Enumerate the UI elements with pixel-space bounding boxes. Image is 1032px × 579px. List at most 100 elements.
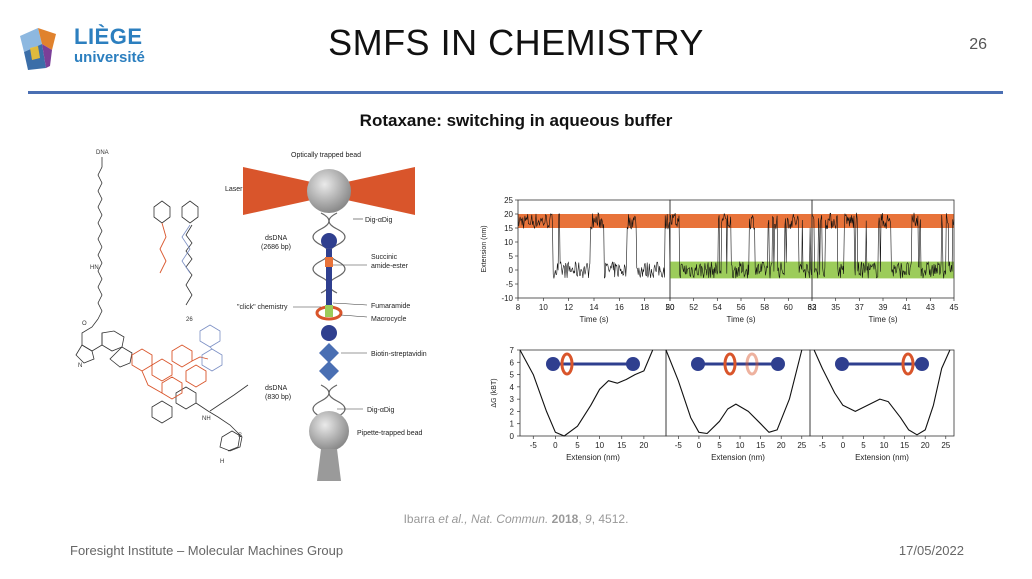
y-tick-label: 5 [510, 371, 515, 380]
label-dsdna-bottom: dsDNA [265, 385, 288, 392]
x-axis-label: Extension (nm) [711, 453, 765, 462]
inset-stopper-left [546, 357, 560, 371]
x-tick-label: 45 [950, 303, 959, 312]
stopper-top [321, 233, 337, 249]
university-logo: LIÈGE université [16, 18, 156, 76]
x-axis-label: Extension (nm) [566, 453, 620, 462]
optical-tweezer-setup: Optically trapped bead Laser Dig-αDig ds… [225, 152, 427, 481]
x-tick-label: 60 [784, 303, 793, 312]
x-tick-label: 58 [760, 303, 769, 312]
title-divider [28, 91, 1003, 94]
label-fumaramide: Fumaramide [371, 303, 410, 310]
label-laser: Laser [225, 186, 243, 193]
laser-cone-right [333, 167, 415, 215]
label-macrocycle: Macrocycle [371, 316, 407, 323]
pipette-trapped-bead [309, 411, 349, 451]
y-tick-label: 0 [509, 266, 514, 275]
x-axis-label: Extension (nm) [855, 453, 909, 462]
y-tick-label: 1 [510, 420, 515, 429]
x-tick-label: -5 [530, 441, 538, 450]
inset-macrocycle [723, 352, 737, 376]
citation: Ibarra et al., Nat. Commun. 2018, 9, 451… [403, 512, 629, 526]
inset-stopper-left [691, 357, 705, 371]
y-tick-label: 25 [504, 196, 513, 205]
x-tick-label: 37 [855, 303, 864, 312]
x-tick-label: 25 [797, 441, 806, 450]
x-tick-label: 12 [564, 303, 573, 312]
x-tick-label: 16 [615, 303, 624, 312]
logo-cube-icon [20, 28, 56, 70]
y-tick-label: 5 [509, 252, 514, 261]
label-dsdna-top: dsDNA [265, 235, 288, 242]
x-tick-label: 62 [808, 303, 817, 312]
biotin-streptavidin-bottom [319, 361, 339, 381]
x-tick-label: 10 [595, 441, 604, 450]
x-tick-label: 18 [640, 303, 649, 312]
x-tick-label: -5 [819, 441, 827, 450]
y-tick-label: -10 [501, 294, 513, 303]
y-tick-label: -5 [506, 280, 514, 289]
structure-label-n: N [78, 363, 82, 369]
fumaramide-station [325, 305, 333, 317]
inset-stopper-right [771, 357, 785, 371]
x-tick-label: 10 [736, 441, 745, 450]
structure-label-o: O [82, 321, 87, 327]
footer-date: 17/05/2022 [898, 543, 964, 558]
x-tick-label: 20 [921, 441, 930, 450]
x-tick-label: 15 [756, 441, 765, 450]
label-dig-top: Dig-αDig [365, 217, 392, 224]
pipette-tip [317, 449, 341, 481]
x-axis-label: Time (s) [579, 315, 608, 324]
inset-macrocycle [560, 352, 574, 376]
inset-stopper-right [915, 357, 929, 371]
slide-number: 26 [969, 36, 987, 53]
y-tick-label: 0 [510, 432, 515, 441]
stopper-bottom [321, 325, 337, 341]
logo-text-line2: université [74, 49, 145, 66]
x-tick-label: 52 [689, 303, 698, 312]
axle [326, 249, 332, 309]
label-pipette-trapped-bead: Pipette-trapped bead [357, 430, 422, 437]
extension-trace [517, 212, 671, 279]
x-tick-label: 5 [861, 441, 866, 450]
inset-macrocycle [901, 352, 915, 376]
x-tick-label: 33 [808, 303, 817, 312]
x-tick-label: 39 [879, 303, 888, 312]
panel-frame [809, 349, 955, 437]
x-axis-label: Time (s) [726, 315, 755, 324]
dna-helix-bottom [312, 384, 346, 418]
x-tick-label: 43 [926, 303, 935, 312]
x-tick-label: 15 [617, 441, 626, 450]
succinic-station [325, 257, 333, 267]
x-tick-label: 54 [713, 303, 722, 312]
y-tick-label: 15 [504, 224, 513, 233]
x-tick-label: 10 [880, 441, 889, 450]
slide-title: SMFS IN CHEMISTRY [328, 22, 704, 63]
x-tick-label: 0 [553, 441, 558, 450]
free-energy-curve [665, 349, 803, 435]
structure-label-n26: 26 [186, 317, 193, 323]
label-biotin-streptavidin: Biotin-streptavidin [371, 351, 427, 358]
x-tick-label: 56 [737, 303, 746, 312]
y-tick-label: 10 [504, 238, 513, 247]
label-click-chemistry: "click" chemistry [237, 304, 288, 311]
x-tick-label: 0 [697, 441, 702, 450]
y-tick-label: 4 [510, 383, 515, 392]
y-axis-label: ΔG (kBT) [491, 378, 498, 407]
structure-label-s: S [238, 433, 242, 439]
x-axis-label: Time (s) [868, 315, 897, 324]
x-tick-label: 20 [777, 441, 786, 450]
optically-trapped-bead [307, 169, 351, 213]
label-dig-bottom: Dig-αDig [367, 407, 394, 414]
label-dsdna-top-bp: (2686 bp) [261, 244, 291, 251]
inset-macrocycle-alt [745, 352, 759, 376]
free-energy-curve [813, 349, 951, 436]
y-axis-label: Extension (nm) [481, 225, 488, 272]
structure-label-h: H [220, 459, 224, 465]
footer-organization: Foresight Institute – Molecular Machines… [70, 543, 344, 558]
x-tick-label: 41 [902, 303, 911, 312]
inset-stopper-left [835, 357, 849, 371]
y-tick-label: 7 [510, 346, 515, 355]
laser-cone-left [243, 167, 325, 215]
y-tick-label: 3 [510, 395, 515, 404]
